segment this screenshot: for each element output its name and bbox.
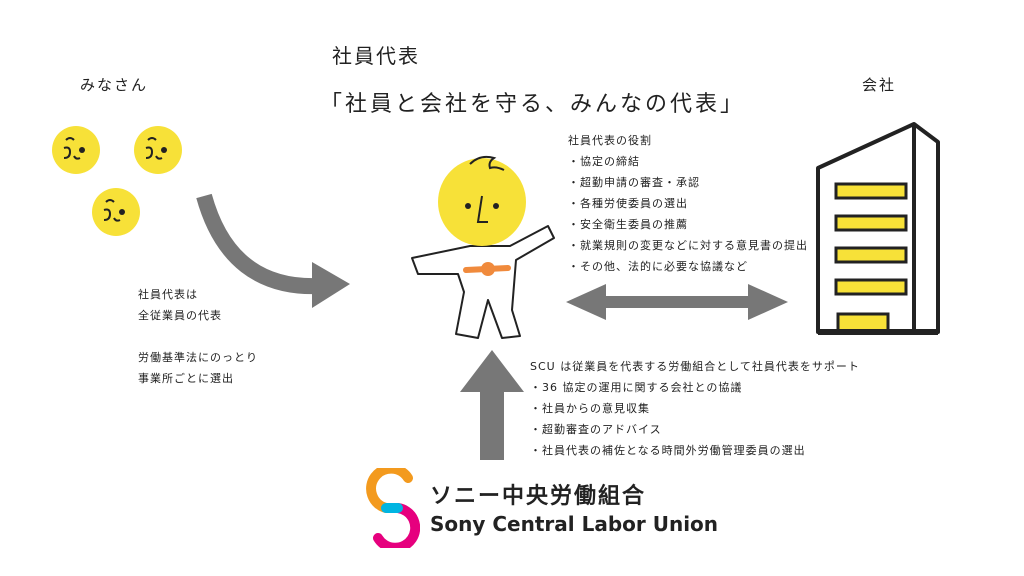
note-line: 社員代表は [138, 288, 198, 301]
role-item: ・その他、法的に必要な協議など [568, 260, 748, 273]
diagram-title: 社員代表 [332, 44, 420, 68]
support-panel: SCU は従業員を代表する労働組合として社員代表をサポート ・36 協定の運用に… [530, 356, 860, 461]
note-line: 事業所ごとに選出 [138, 372, 234, 385]
company-label: 会社 [862, 76, 897, 94]
support-item: ・社員からの意見収集 [530, 402, 650, 415]
role-item: ・安全衛生委員の推薦 [568, 218, 688, 231]
role-item: ・各種労使委員の選出 [568, 197, 688, 210]
roles-panel: 社員代表の役割 ・協定の締結 ・超勤申請の審査・承認 ・各種労使委員の選出 ・安… [568, 130, 808, 277]
role-item: ・超勤申請の審査・承認 [568, 176, 700, 189]
roles-list: ・協定の締結 ・超勤申請の審査・承認 ・各種労使委員の選出 ・安全衛生委員の推薦… [568, 151, 808, 277]
representative-character-icon [411, 155, 555, 339]
brand-name-ja: ソニー中央労働組合 [430, 484, 647, 509]
support-list: ・36 協定の運用に関する会社との協議 ・社員からの意見収集 ・超勤審査のアドバ… [530, 377, 860, 461]
note-line [138, 326, 258, 347]
everyone-note: 社員代表は 全従業員の代表 労働基準法にのっとり 事業所ごとに選出 [138, 284, 258, 389]
support-heading: SCU は従業員を代表する労働組合として社員代表をサポート [530, 360, 860, 373]
up-arrow-icon [460, 350, 524, 460]
brand-name-en: Sony Central Labor Union [430, 512, 719, 536]
face-icon [134, 126, 182, 174]
curved-arrow-icon [196, 193, 350, 308]
face-icon [52, 126, 100, 174]
scu-logo-icon [366, 468, 420, 548]
double-arrow-icon [566, 284, 788, 320]
diagram-subtitle: 「社員と会社を守る、みんなの代表」 [320, 92, 746, 117]
note-line: 全従業員の代表 [138, 309, 222, 322]
note-line: 労働基準法にのっとり [138, 351, 258, 364]
roles-heading: 社員代表の役割 [568, 134, 652, 147]
company-building-icon [816, 122, 940, 335]
role-item: ・協定の締結 [568, 155, 640, 168]
role-item: ・就業規則の変更などに対する意見書の提出 [568, 239, 808, 252]
everyone-label: みなさん [80, 76, 149, 94]
support-item: ・36 協定の運用に関する会社との協議 [530, 381, 743, 394]
support-item: ・超勤審査のアドバイス [530, 423, 662, 436]
face-icon [92, 188, 140, 236]
support-item: ・社員代表の補佐となる時間外労働管理委員の選出 [530, 444, 806, 457]
